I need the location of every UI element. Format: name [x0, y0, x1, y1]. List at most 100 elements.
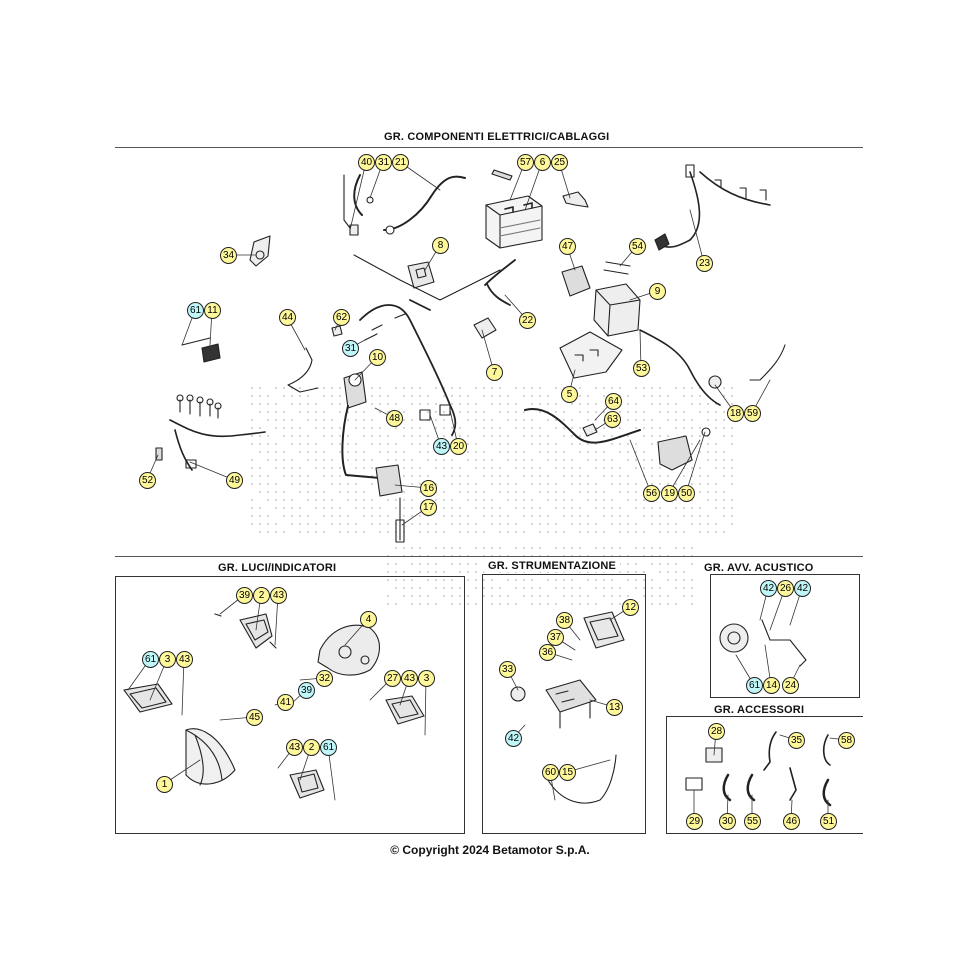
part-callout: 43 — [433, 438, 450, 455]
part-callout: 2 — [253, 587, 270, 604]
lights-group — [123, 613, 425, 799]
part-callout: 52 — [139, 472, 156, 489]
part-callout: 23 — [696, 255, 713, 272]
part-callout: 54 — [629, 238, 646, 255]
part-callout: 46 — [783, 813, 800, 830]
part-callout: 61 — [187, 302, 204, 319]
part-callout: 28 — [708, 723, 725, 740]
part-callout: 30 — [719, 813, 736, 830]
part-callout: 58 — [838, 732, 855, 749]
leader-line — [668, 439, 701, 494]
part-callout: 24 — [782, 677, 799, 694]
part-callout: 29 — [686, 813, 703, 830]
part-callout: 21 — [392, 154, 409, 171]
section-title-accessories: GR. ACCESSORI — [710, 704, 809, 716]
part-callout: 56 — [643, 485, 660, 502]
wiring-group — [155, 164, 786, 543]
part-callout: 12 — [622, 599, 639, 616]
leader-line — [181, 658, 185, 716]
part-callout: 3 — [418, 670, 435, 687]
part-callout: 42 — [760, 580, 777, 597]
part-callout: 42 — [505, 730, 522, 747]
part-callout: 42 — [794, 580, 811, 597]
part-callout: 11 — [204, 302, 221, 319]
horn-group — [719, 619, 807, 667]
part-callout: 27 — [384, 670, 401, 687]
part-callout: 17 — [420, 499, 437, 516]
part-callout: 51 — [820, 813, 837, 830]
instruments-group — [510, 611, 625, 804]
part-callout: 48 — [386, 410, 403, 427]
part-callout: 49 — [226, 472, 243, 489]
part-callout: 60 — [542, 764, 559, 781]
part-callout: 36 — [539, 644, 556, 661]
part-callout: 61 — [746, 677, 763, 694]
part-callout: 8 — [432, 237, 449, 254]
part-callout: 15 — [559, 764, 576, 781]
part-callout: 13 — [606, 699, 623, 716]
part-callout: 35 — [788, 732, 805, 749]
part-callout: 1 — [156, 776, 173, 793]
leader-line — [349, 161, 367, 231]
part-callout: 59 — [744, 405, 761, 422]
part-callout: 63 — [604, 411, 621, 428]
accessories-frame — [666, 716, 863, 834]
part-callout: 55 — [744, 813, 761, 830]
part-callout: 62 — [333, 309, 350, 326]
part-callout: 50 — [678, 485, 695, 502]
part-callout: 10 — [369, 349, 386, 366]
part-callout: 40 — [358, 154, 375, 171]
copyright-text: © Copyright 2024 Betamotor S.p.A. — [390, 843, 590, 857]
part-callout: 39 — [298, 682, 315, 699]
part-callout: 20 — [450, 438, 467, 455]
part-callout: 16 — [420, 480, 437, 497]
part-callout: 61 — [142, 651, 159, 668]
part-callout: 43 — [401, 670, 418, 687]
section-title-electrical: GR. COMPONENTI ELETTRICI/CABLAGGI — [380, 131, 614, 143]
part-callout: 22 — [519, 312, 536, 329]
lights-frame — [115, 576, 465, 834]
part-callout: 41 — [277, 694, 294, 711]
part-callout: 64 — [605, 393, 622, 410]
part-callout: 45 — [246, 709, 263, 726]
section-title-horn: GR. AVV. ACUSTICO — [700, 562, 818, 574]
leader-line — [629, 439, 652, 494]
horn-frame — [710, 574, 860, 698]
section-title-lights: GR. LUCI/INDICATORI — [214, 562, 341, 574]
part-callout: 53 — [633, 360, 650, 377]
part-callout: 43 — [176, 651, 193, 668]
part-callout: 43 — [286, 739, 303, 756]
part-callout: 19 — [661, 485, 678, 502]
part-callout: 47 — [559, 238, 576, 255]
part-callout: 3 — [159, 651, 176, 668]
part-callout: 5 — [561, 386, 578, 403]
part-callout: 37 — [547, 629, 564, 646]
part-callout: 25 — [551, 154, 568, 171]
part-callout: 43 — [270, 587, 287, 604]
part-callout: 14 — [763, 677, 780, 694]
section-title-instruments: GR. STRUMENTAZIONE — [484, 560, 621, 572]
part-callout: 26 — [777, 580, 794, 597]
part-callout: 18 — [727, 405, 744, 422]
part-callout: 61 — [320, 739, 337, 756]
part-callout: 34 — [220, 247, 237, 264]
part-callout: 33 — [499, 661, 516, 678]
part-callout: 38 — [556, 612, 573, 629]
part-callout: 32 — [316, 670, 333, 687]
leader-line — [424, 677, 427, 736]
part-callout: 57 — [517, 154, 534, 171]
part-callout: 6 — [534, 154, 551, 171]
leader-line — [685, 431, 706, 494]
top-rule — [115, 147, 863, 148]
part-callout: 31 — [342, 340, 359, 357]
middle-rule — [115, 556, 863, 557]
part-callout: 39 — [236, 587, 253, 604]
part-callout: 7 — [486, 364, 503, 381]
instruments-frame — [482, 574, 646, 834]
part-callout: 2 — [303, 739, 320, 756]
part-callout: 44 — [279, 309, 296, 326]
part-callout: 4 — [360, 611, 377, 628]
part-callout: 9 — [649, 283, 666, 300]
part-callout: 31 — [375, 154, 392, 171]
